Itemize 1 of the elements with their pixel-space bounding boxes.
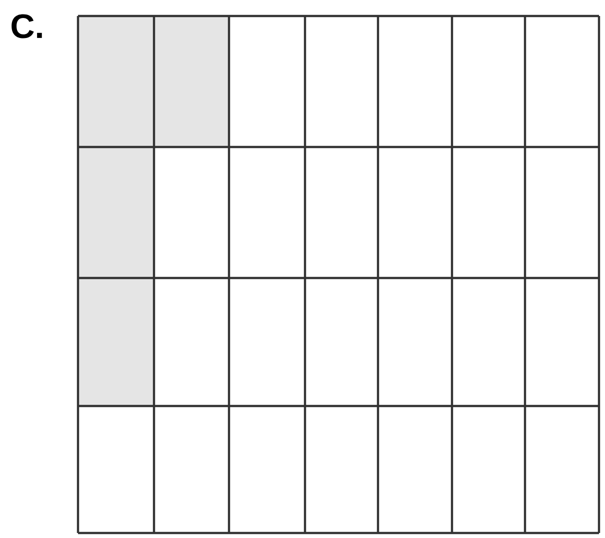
- panel-label: C.: [12, 14, 42, 38]
